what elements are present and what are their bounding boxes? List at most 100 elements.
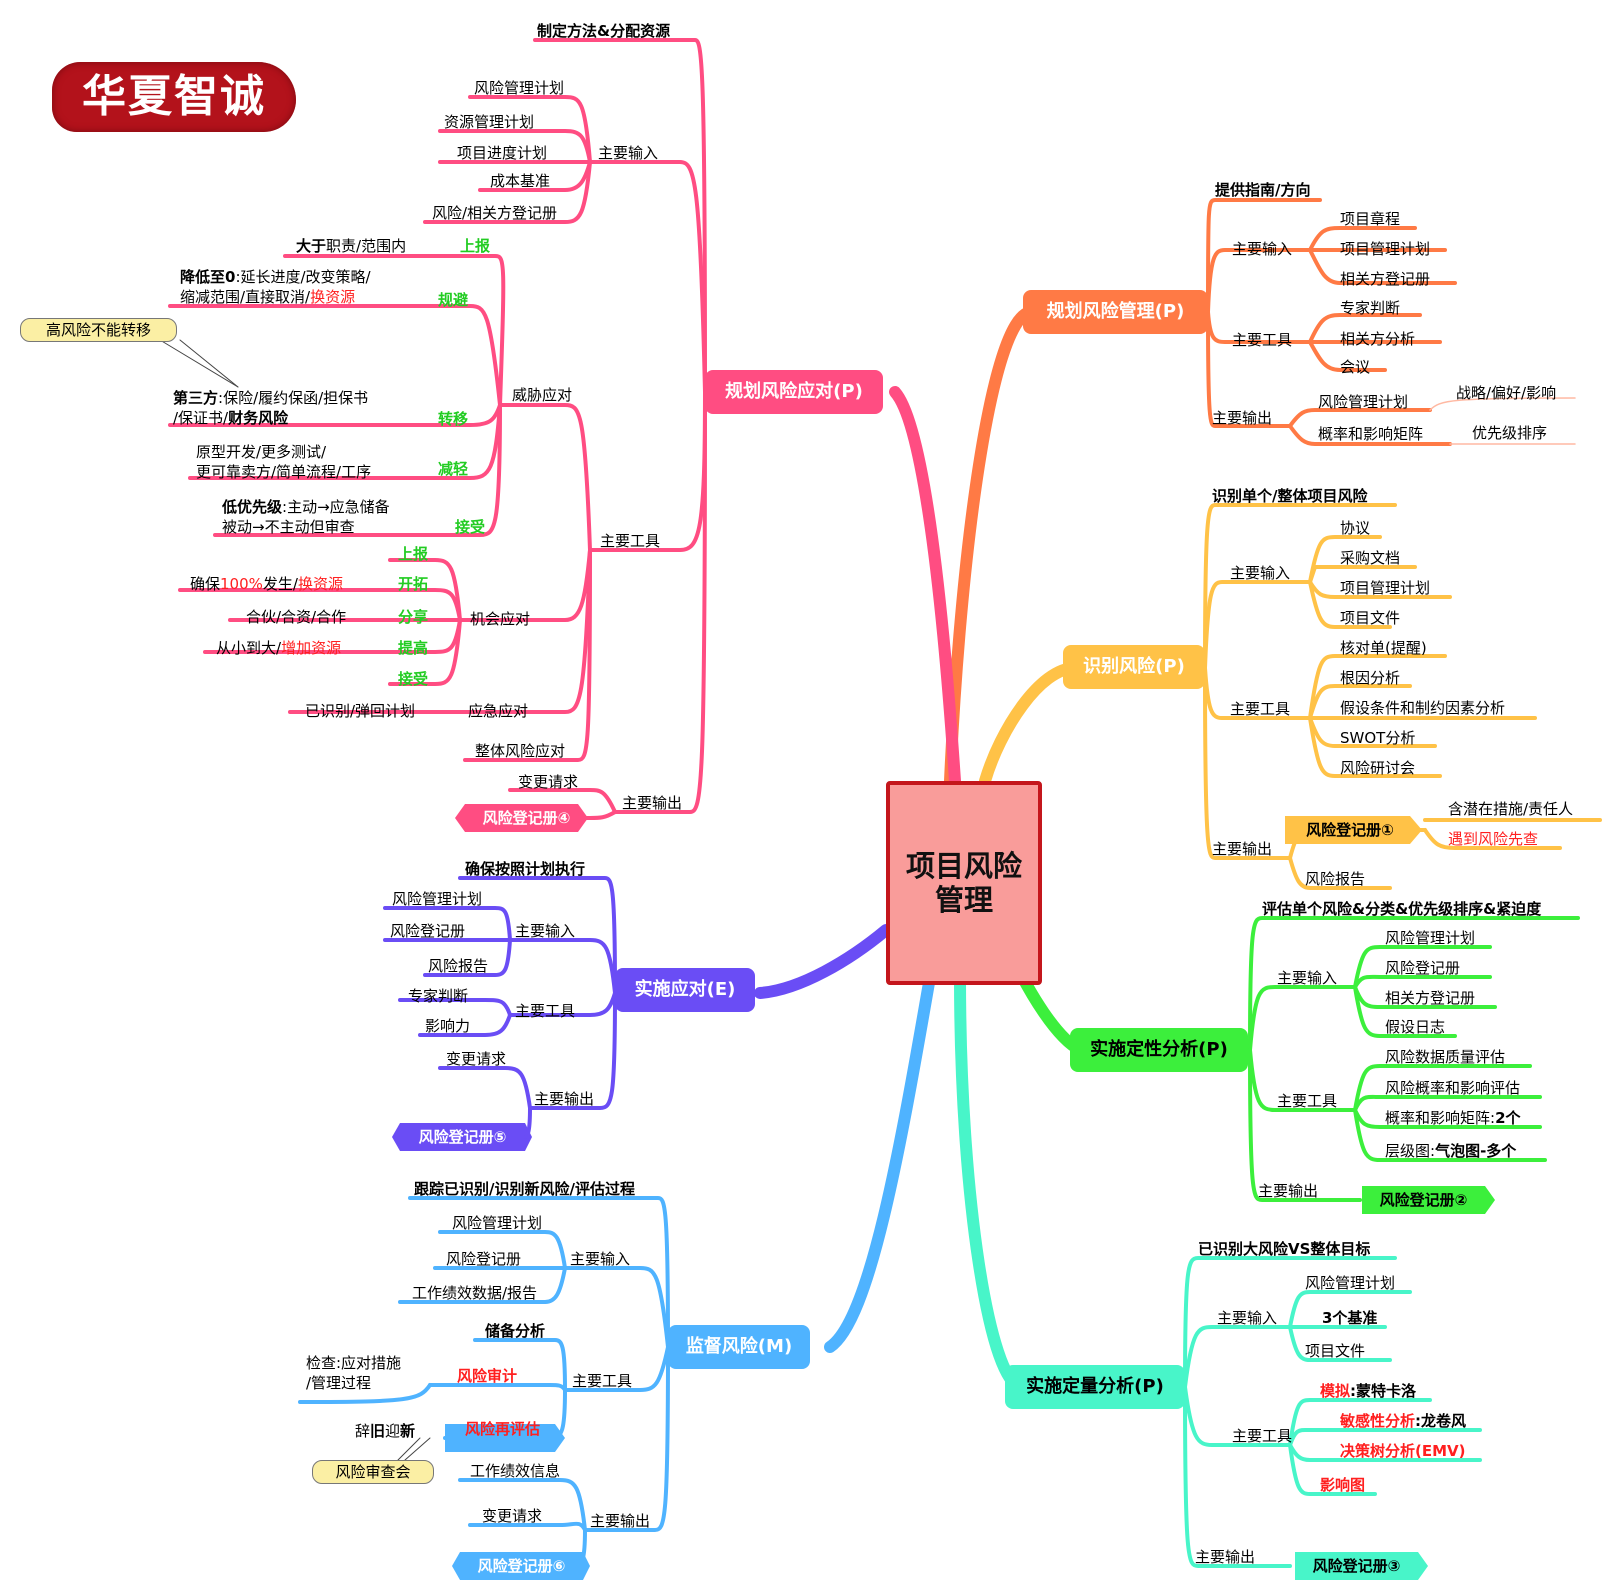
- quant-tool-3: 决策树分析(EMV): [1340, 1442, 1466, 1460]
- threat-transfer-bold: 财务风险: [228, 409, 289, 427]
- central-topic-line1: 项目风险: [905, 849, 1022, 883]
- plan-risk-purpose: 提供指南/方向: [1215, 181, 1311, 199]
- quant-input-1: 风险管理计划: [1305, 1274, 1396, 1292]
- plan-risk-tool-1: 专家判断: [1340, 299, 1401, 317]
- plan-risk-outputs-label: 主要输出: [1212, 409, 1273, 427]
- qual-tool-1: 风险数据质量评估: [1385, 1048, 1506, 1066]
- opp-exploit-b: 100%: [220, 575, 263, 593]
- contingency-note: 已识别/弹回计划: [305, 702, 416, 720]
- respond-inputs-label: 主要输入: [598, 144, 659, 162]
- overall-risk-response: 整体风险应对: [475, 742, 566, 760]
- quantitative-analysis-node[interactable]: 实施定量分析(P): [1005, 1365, 1185, 1409]
- quant-purpose: 已识别大风险VS整体目标: [1198, 1240, 1371, 1258]
- threat-avoid-tag: 规避: [438, 291, 469, 309]
- implement-input-2: 风险登记册: [390, 922, 466, 940]
- contingency-response: 应急应对: [468, 702, 529, 720]
- central-topic-line2: 管理: [934, 883, 993, 917]
- plan-risk-input-1: 项目章程: [1340, 210, 1401, 228]
- reassess-note: 辞旧迎新: [355, 1422, 415, 1440]
- identify-tool-5: 风险研讨会: [1340, 759, 1416, 777]
- monitor-register-6[interactable]: 风险登记册⑥: [477, 1557, 566, 1575]
- respond-input-2: 资源管理计划: [444, 113, 535, 131]
- quant-tool-1-detail: :蒙特卡洛: [1350, 1382, 1417, 1400]
- reassess-note-b: 旧: [370, 1422, 386, 1440]
- implement-change-request: 变更请求: [446, 1050, 507, 1068]
- identify-risk-node[interactable]: 识别风险(P): [1063, 645, 1205, 689]
- threat-accept-text: :主动→应急储备: [282, 498, 390, 516]
- threat-accept-key: 低优先级: [222, 498, 283, 516]
- identify-register-1[interactable]: 风险登记册①: [1306, 821, 1394, 839]
- threat-transfer-text: :保险/履约保函/担保书: [218, 389, 369, 407]
- identify-input-1: 协议: [1340, 519, 1371, 537]
- quant-tool-1-name: 模拟: [1320, 1382, 1351, 1400]
- implement-response-node[interactable]: 实施应对(E): [615, 968, 755, 1012]
- callout-risk-review: 风险审查会: [312, 1460, 434, 1484]
- threat-mitigate-desc-1: 原型开发/更多测试/: [196, 443, 327, 461]
- identify-inputs-label: 主要输入: [1230, 564, 1291, 582]
- monitor-input-1: 风险管理计划: [452, 1214, 543, 1232]
- respond-tools-label: 主要工具: [600, 532, 661, 550]
- qual-tool-3-label: 概率和影响矩阵:: [1385, 1109, 1496, 1127]
- threat-transfer-tag: 转移: [438, 410, 469, 428]
- implement-inputs-label: 主要输入: [515, 922, 576, 940]
- threat-escalate-post: 职责/范围内: [326, 237, 407, 255]
- identify-input-2: 采购文档: [1340, 549, 1401, 567]
- opp-enhance-a: 从小到大/: [216, 639, 282, 657]
- plan-risk-tools-label: 主要工具: [1232, 331, 1293, 349]
- quant-input-2: 3个基准: [1322, 1309, 1378, 1327]
- threat-avoid-key: 降低至0: [180, 268, 236, 286]
- audit-note-2: /管理过程: [306, 1374, 372, 1392]
- monitor-risk-reassessment: 风险再评估: [465, 1420, 541, 1438]
- monitor-purpose: 跟踪已识别/识别新风险/评估过程: [414, 1180, 635, 1198]
- brand-logo: 华夏智诚: [52, 62, 296, 132]
- monitor-input-3: 工作绩效数据/报告: [412, 1284, 538, 1302]
- plan-risk-node[interactable]: 规划风险管理(P): [1023, 290, 1208, 334]
- monitor-outputs-label: 主要输出: [590, 1512, 651, 1530]
- opp-exploit-d: 换资源: [297, 575, 343, 593]
- threat-accept-desc-1: 低优先级:主动→应急储备: [222, 498, 390, 516]
- opp-share-tag: 分享: [398, 608, 429, 626]
- qual-tool-3: 概率和影响矩阵:2个: [1385, 1109, 1521, 1127]
- quant-tool-2-detail: :龙卷风: [1415, 1412, 1467, 1430]
- plan-risk-response-node[interactable]: 规划风险应对(P): [705, 370, 883, 414]
- qual-register-2[interactable]: 风险登记册②: [1379, 1191, 1468, 1209]
- qual-input-3: 相关方登记册: [1385, 989, 1476, 1007]
- threat-avoid-text: :延长进度/改变策略/: [235, 268, 371, 286]
- opp-escalate-tag: 上报: [398, 545, 429, 563]
- quant-register-3[interactable]: 风险登记册③: [1312, 1557, 1401, 1575]
- plan-risk-input-2: 项目管理计划: [1340, 240, 1431, 258]
- opp-exploit-desc: 确保100%发生/换资源: [190, 575, 343, 593]
- respond-input-3: 项目进度计划: [457, 144, 548, 162]
- qual-tool-4-label: 层级图:: [1385, 1142, 1436, 1160]
- opp-exploit-a: 确保: [190, 575, 221, 593]
- threat-transfer-text-2: /保证书/: [173, 409, 229, 427]
- implement-tools-label: 主要工具: [515, 1002, 576, 1020]
- threat-avoid-text-2: 缩减范围/直接取消/: [180, 288, 311, 306]
- monitor-input-2: 风险登记册: [446, 1250, 522, 1268]
- qual-input-2: 风险登记册: [1385, 959, 1461, 977]
- reassess-note-c: 迎: [385, 1422, 401, 1440]
- identify-tool-3: 假设条件和制约因素分析: [1340, 699, 1506, 717]
- quant-tool-1: 模拟:蒙特卡洛: [1320, 1382, 1416, 1400]
- quant-outputs-label: 主要输出: [1195, 1548, 1256, 1566]
- respond-register-4[interactable]: 风险登记册④: [482, 809, 571, 827]
- qual-input-1: 风险管理计划: [1385, 929, 1476, 947]
- quant-input-3: 项目文件: [1305, 1342, 1366, 1360]
- respond-change-request: 变更请求: [518, 773, 579, 791]
- plan-risk-note-1: 战略/偏好/影响: [1456, 384, 1557, 402]
- monitor-output-2: 变更请求: [482, 1507, 543, 1525]
- monitor-output-1: 工作绩效信息: [470, 1462, 561, 1480]
- callout-no-transfer: 高风险不能转移: [20, 318, 177, 342]
- qualitative-analysis-node[interactable]: 实施定性分析(P): [1070, 1028, 1248, 1072]
- quant-tools-label: 主要工具: [1232, 1427, 1293, 1445]
- qual-tools-label: 主要工具: [1277, 1092, 1338, 1110]
- identify-tool-2: 根因分析: [1340, 669, 1401, 687]
- identify-input-3: 项目管理计划: [1340, 579, 1431, 597]
- threat-avoid-red: 换资源: [310, 288, 356, 306]
- implement-register-5[interactable]: 风险登记册⑤: [418, 1128, 507, 1146]
- threat-mitigate-desc-2: 更可靠卖方/简单流程/工序: [196, 463, 372, 481]
- respond-input-4: 成本基准: [490, 172, 551, 190]
- reassess-note-d: 新: [400, 1422, 416, 1440]
- monitor-inputs-label: 主要输入: [570, 1250, 631, 1268]
- monitor-risk-node[interactable]: 监督风险(M): [668, 1325, 810, 1369]
